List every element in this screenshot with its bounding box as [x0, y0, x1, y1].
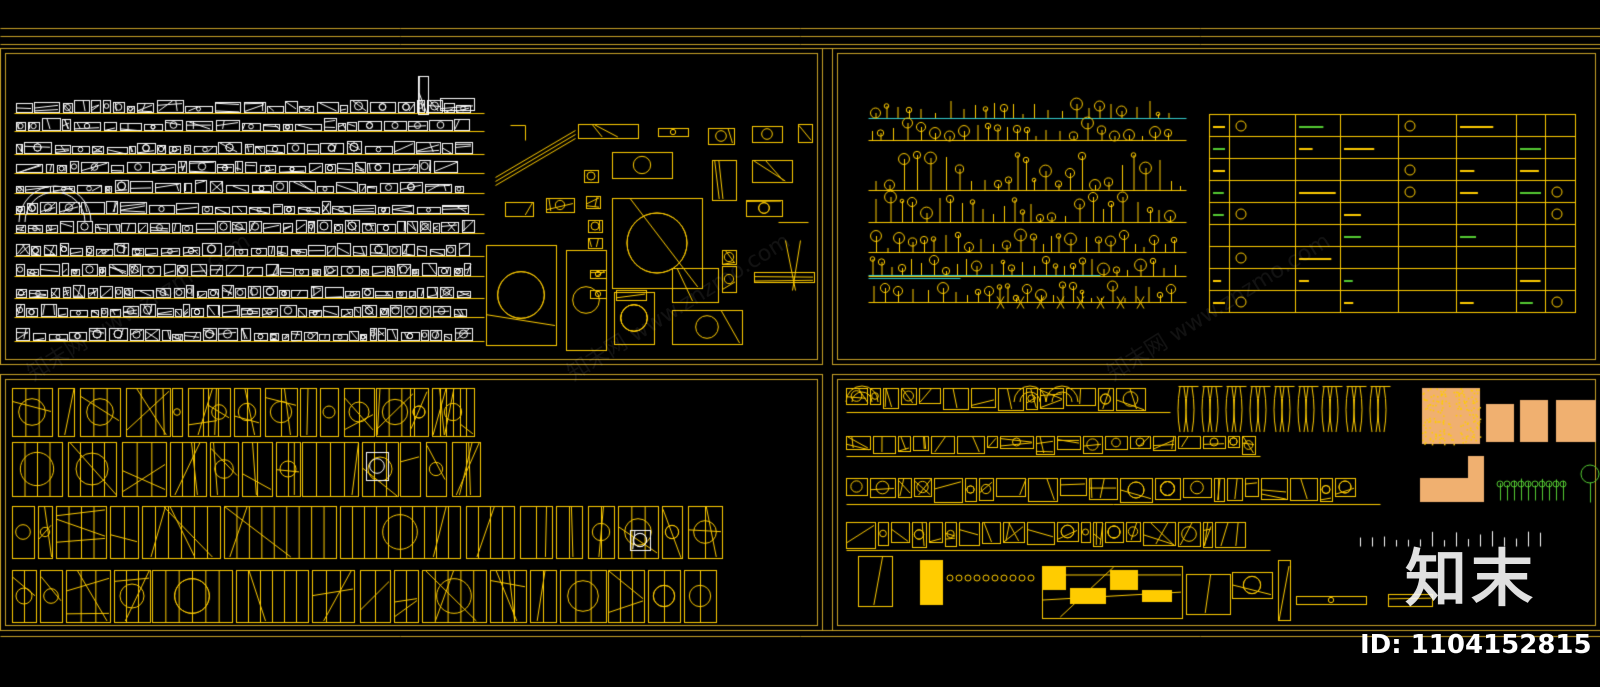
watermark-logo: 知末	[1405, 542, 1538, 615]
watermark-id-label: ID: 1104152815	[1360, 630, 1592, 660]
